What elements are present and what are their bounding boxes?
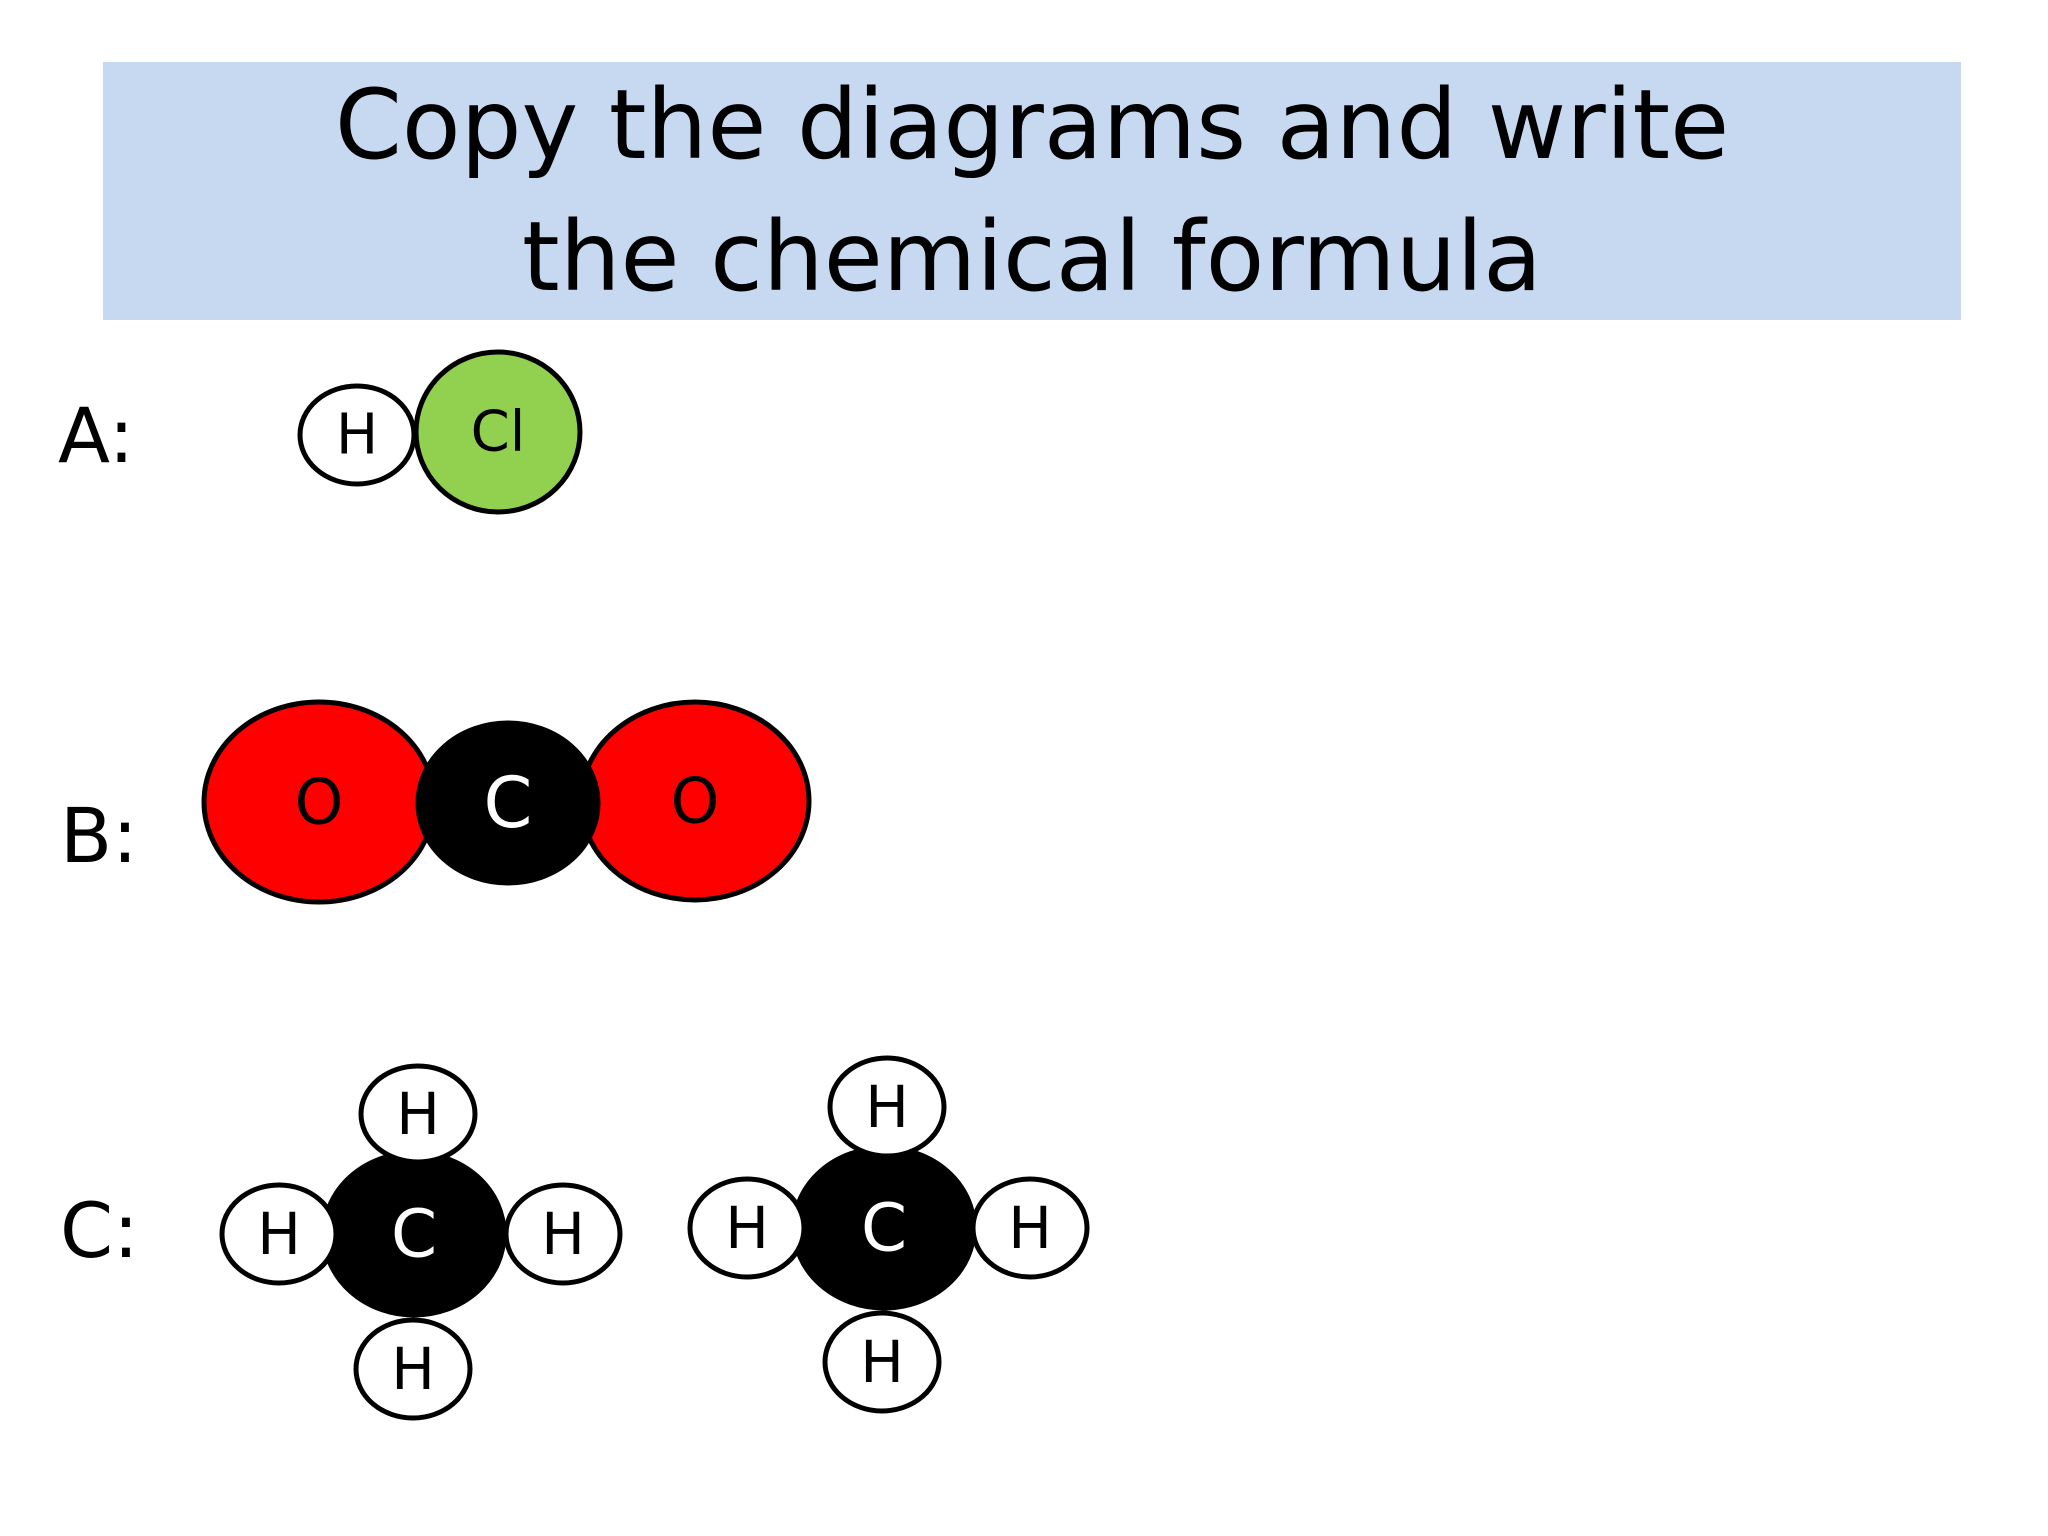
carbon-atom-b-1: [415, 720, 601, 886]
carbon-label-c2-0: C: [861, 1190, 907, 1267]
page-title: Copy the diagrams and write the chemical…: [334, 69, 1730, 313]
chlorine-label-a-1: Cl: [471, 400, 526, 465]
hydrogen-label-c1-4: H: [391, 1335, 435, 1403]
hydrogen-label-c1-2: H: [257, 1200, 301, 1268]
hydrogen-atom-c2-1: [827, 1055, 947, 1159]
hydrogen-label-a-0: H: [336, 403, 378, 468]
hydrogen-atom-c1-1: [358, 1063, 478, 1165]
row-label-b: B:: [60, 791, 138, 880]
hydrogen-atom-a-0: [297, 383, 417, 487]
hydrogen-label-c2-2: H: [725, 1194, 769, 1262]
hydrogen-label-c2-1: H: [865, 1073, 909, 1141]
oxygen-label-b-0: O: [295, 766, 344, 839]
hydrogen-atom-c2-2: [687, 1176, 807, 1280]
row-label-c: C:: [60, 1186, 139, 1275]
title-banner: Copy the diagrams and write the chemical…: [103, 62, 1961, 320]
hydrogen-atom-c1-2: [219, 1182, 339, 1286]
row-label-a: A:: [58, 391, 135, 480]
hydrogen-atom-c1-3: [503, 1182, 623, 1286]
hydrogen-atom-c2-3: [970, 1176, 1090, 1280]
hydrogen-label-c1-3: H: [541, 1200, 585, 1268]
hydrogen-label-c2-4: H: [860, 1328, 904, 1396]
molecule-hcl: Cl H: [297, 349, 583, 515]
hydrogen-atom-c1-4: [353, 1317, 473, 1421]
hydrogen-label-c1-1: H: [396, 1080, 440, 1148]
carbon-label-c1-0: C: [391, 1196, 437, 1273]
oxygen-label-b-2: O: [671, 765, 720, 838]
hydrogen-label-c2-3: H: [1008, 1194, 1052, 1262]
carbon-label-b-1: C: [484, 762, 533, 844]
hydrogen-atom-c2-4: [822, 1310, 942, 1414]
